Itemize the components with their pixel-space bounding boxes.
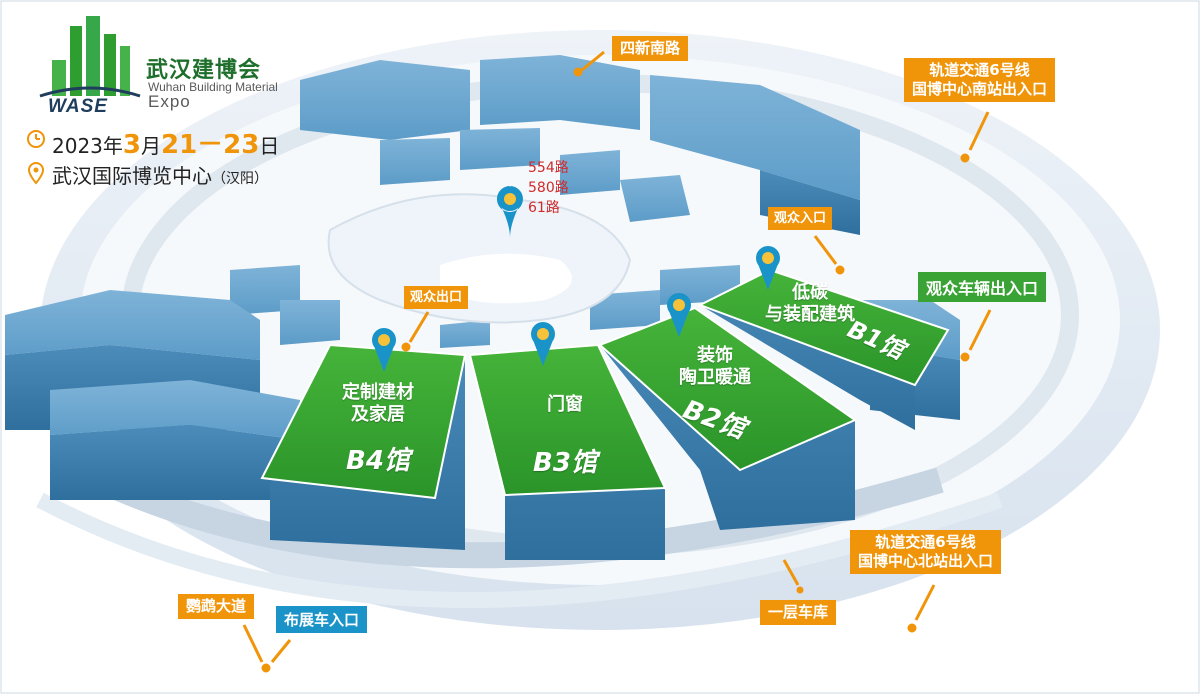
road-label-sixin-south: 四新南路 [612,36,689,61]
clock-icon [27,130,45,148]
expo-name-en-line1: Wuhan Building Material [148,80,278,94]
visitor-exit-label: 观众出口 [404,286,469,309]
central-pond [440,253,572,304]
bus-line-61: 61路 [528,200,560,216]
bus-line-554: 554路 [528,160,569,176]
hall-b1-desc-line2: 与装配建筑 [765,304,855,325]
hall-b4-desc-line1: 定制建材 [342,382,414,403]
venue-district: （汉阳） [212,171,268,187]
metro-north-line: 轨道交通6号线 [875,533,976,551]
venue-name: 武汉国际博览中心 [52,164,212,188]
metro-south-exit-label: 轨道交通6号线 国博中心南站出入口 [904,58,1056,102]
date-year: 2023年 [52,134,123,158]
road-label-yingwu-avenue: 鹦鹉大道 [178,594,255,619]
hall-b2 [598,306,858,530]
hall-b4-label: 定制建材 及家居 B4馆 [318,382,438,477]
bus-line-580: 580路 [528,180,569,196]
metro-north-station: 国博中心北站出入口 [858,552,994,570]
date-days: 21－23 [161,130,260,160]
pin-b3-icon [531,322,555,366]
expo-name-cn: 武汉建博会 [146,58,262,83]
pin-b2-icon [667,293,691,337]
hall-b1-label: 低碳 与装配建筑 [750,282,870,326]
visitor-vehicle-entrance-label: 观众车辆出入口 [918,272,1047,302]
hall-b3-name: B3馆 [533,448,597,478]
date-month-suffix: 月 [141,134,161,158]
arrow-markers [242,50,992,673]
lower-road [36,492,1003,608]
expo-abbreviation: WASE [48,96,108,117]
pin-b4-icon [372,328,396,372]
expo-name-en-line2: Expo [148,92,191,111]
event-venue: 武汉国际博览中心 （汉阳） [52,160,268,189]
hall-b4-desc-line2: 及家居 [351,404,405,425]
hall-b2-label: 装饰 陶卫暖通 B2馆 [655,345,775,445]
wase-logo-icon [39,16,141,98]
bus-lines-list: 554路 580路 61路 [528,158,569,218]
pin-bus-stop-icon [496,186,523,238]
hall-b4-name: B4馆 [346,446,410,476]
hall-b3-label: 门窗 B3馆 [505,394,625,479]
metro-south-station: 国博中心南站出入口 [912,80,1048,98]
visitor-entrance-label: 观众入口 [768,207,833,230]
date-month: 3 [122,130,141,160]
exhibitor-vehicle-entrance-label: 布展车入口 [276,606,368,633]
hall-b1 [697,268,950,430]
hall-b1-desc-line1: 低碳 [792,282,828,303]
west-buildings [5,290,300,500]
metro-north-exit-label: 轨道交通6号线 国博中心北站出入口 [850,530,1002,574]
hall-b2-desc-line2: 陶卫暖通 [679,367,751,388]
event-date: 2023年 3 月 21－23 日 [52,124,279,161]
pin-b1-icon [756,246,780,290]
location-icon [27,161,45,185]
hall-b2-desc-line1: 装饰 [697,345,733,366]
underground-garage-label: 一层车库 [760,600,837,625]
hall-b3-desc-line1: 门窗 [547,394,583,415]
hall-b3 [468,343,667,560]
outer-buildings [230,55,860,348]
metro-south-line: 轨道交通6号线 [929,61,1030,79]
date-day-suffix: 日 [259,134,280,158]
hall-b4 [260,343,467,550]
